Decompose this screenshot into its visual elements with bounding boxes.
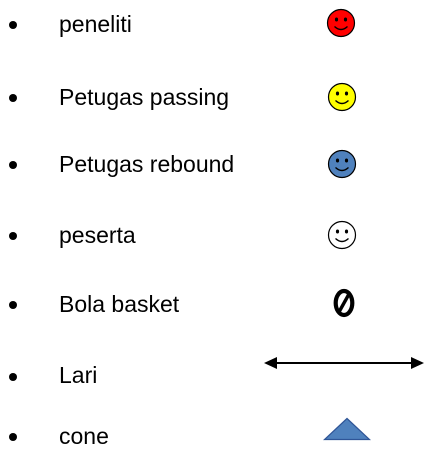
legend-item-cone: cone [0,407,427,457]
legend-item-peneliti: peneliti [0,0,427,50]
bullet-icon [9,301,17,309]
bullet-icon [9,433,17,441]
legend-item-label: peneliti [59,11,132,37]
triangle-cone-icon [323,417,371,441]
bullet-icon [9,161,17,169]
yellow-smiley-face-icon [327,82,357,112]
blue-smiley-face-icon [327,149,357,179]
basketball-ring-icon [332,288,356,318]
legend-item-lari: Lari [0,348,427,398]
legend-item-label: cone [59,423,109,449]
bullet-icon [9,373,17,381]
legend-item-label: Petugas rebound [59,151,235,177]
legend-item-label: peserta [59,222,136,248]
red-smiley-face-icon [326,8,356,38]
legend-item-label: Petugas passing [59,84,230,110]
legend-item-petugas-passing: Petugas passing [0,71,427,121]
bullet-icon [9,21,17,29]
bullet-icon [9,232,17,240]
legend-item-label: Bola basket [59,291,180,317]
white-smiley-face-icon [327,220,357,250]
legend-item-peserta: peserta [0,209,427,259]
bullet-icon [9,94,17,102]
legend-item-label: Lari [59,362,98,388]
double-headed-arrow-icon [264,354,424,372]
legend-item-petugas-rebound: Petugas rebound [0,137,427,187]
legend-item-bola-basket: Bola basket [0,277,427,327]
